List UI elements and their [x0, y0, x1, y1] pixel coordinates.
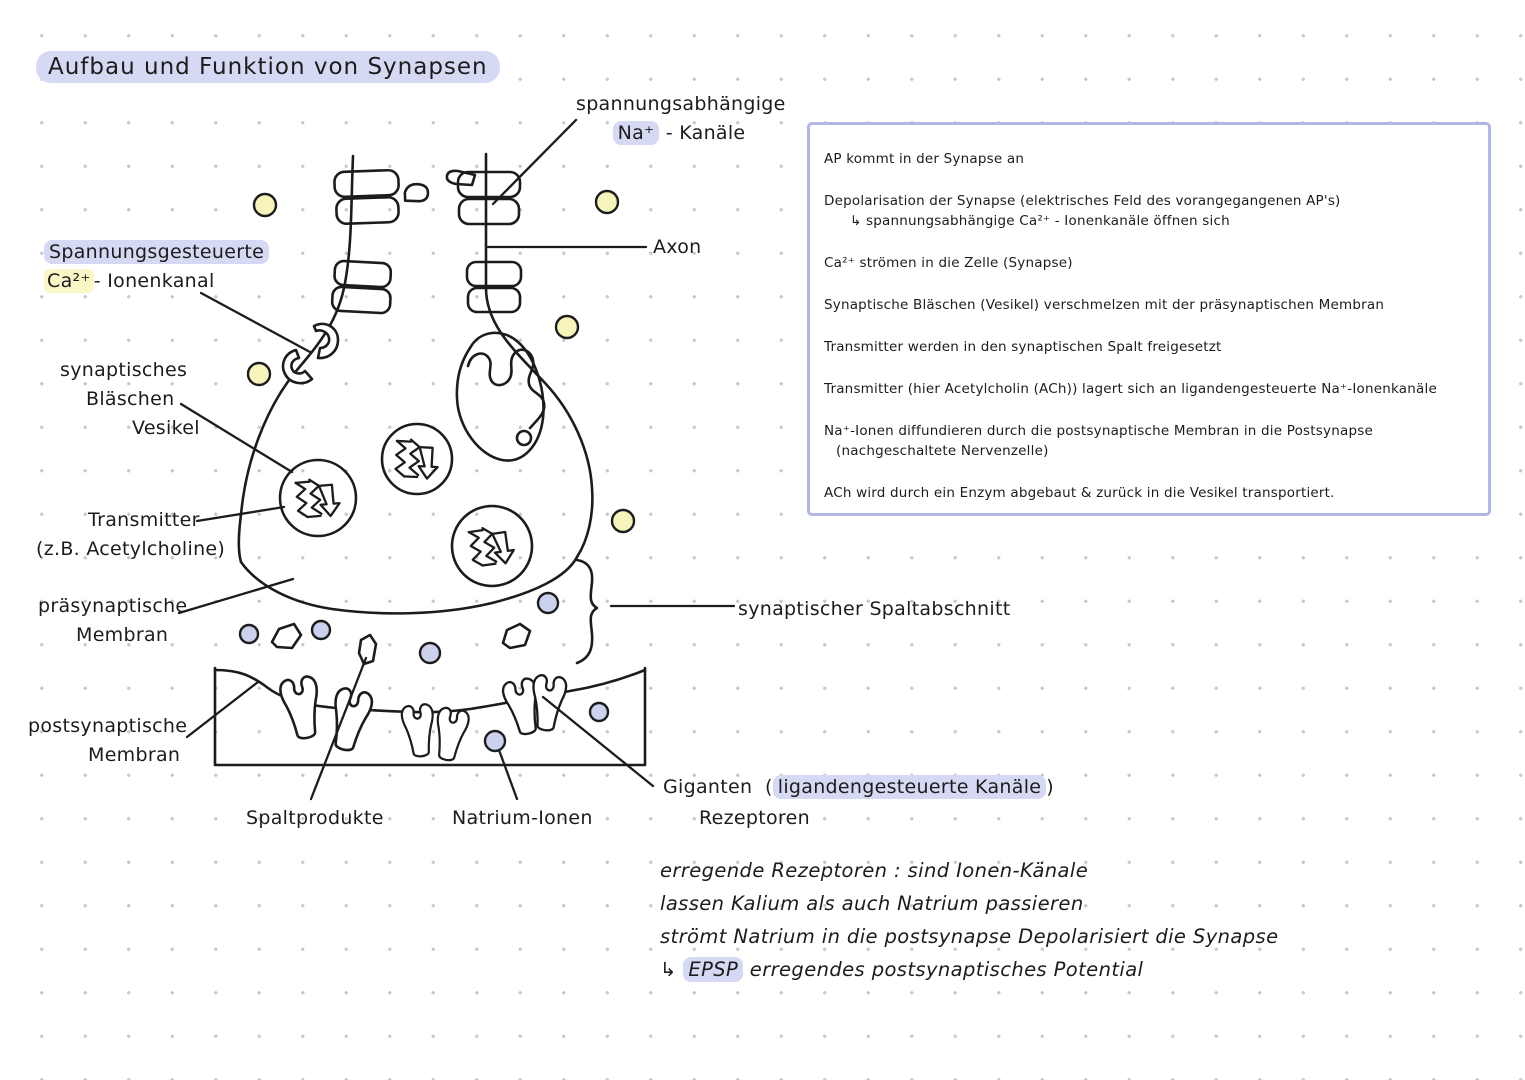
ca-ion-channel-open [281, 322, 340, 385]
info-box-line: (nachgeschaltete Nervenzelle) [836, 443, 1049, 459]
label-postsynaptic: postsynaptische Membran [28, 715, 188, 766]
info-box-line: AP kommt in der Synapse an [824, 151, 1025, 167]
info-box-line: ↳ spannungsabhängige Ca²⁺ - Ionenkanäle … [850, 213, 1230, 229]
label-cleft: synaptischer Spaltabschnitt [738, 598, 1011, 620]
pointer-sodium [497, 748, 519, 801]
page-title-text: Aufbau und Funktion von Synapsen [36, 51, 500, 83]
pointer-receptors [541, 695, 655, 788]
info-box-line: Synaptische Bläschen (Vesikel) verschmel… [824, 297, 1385, 313]
note-line: ↳ EPSP erregendes postsynaptisches Poten… [660, 957, 1144, 982]
synaptic-vesicle [278, 458, 358, 538]
sodium-ion [238, 591, 610, 753]
epsp-highlight: EPSP [683, 957, 744, 982]
arrow-glyph: ↳ [660, 958, 677, 981]
info-box-line: Na⁺-Ionen diffundieren durch die postsyn… [824, 423, 1373, 439]
synaptic-vesicle [450, 504, 534, 588]
receptor-notes: erregende Rezeptoren : sind Ionen-Känale… [660, 854, 1279, 986]
na-highlight: Na⁺ [612, 121, 660, 145]
synaptic-vesicle [380, 422, 454, 496]
info-box-line: Transmitter (hier Acetylcholin (ACh)) la… [824, 381, 1437, 397]
membrane-channel-protein [465, 260, 523, 314]
pointer-postsynaptic [185, 680, 260, 739]
na-channel-protein [333, 168, 430, 226]
ca-highlight: Ca²⁺ [44, 269, 94, 293]
na-channel-protein [445, 169, 522, 226]
pointer-transmitter [195, 505, 286, 523]
label-sodium-ions: Natrium-Ionen [452, 807, 593, 829]
info-box-line: ACh wird durch ein Enzym abgebaut & zurü… [824, 485, 1335, 501]
info-box-line: Ca²⁺ strömen in die Zelle (Synapse) [824, 255, 1073, 271]
note-line: erregende Rezeptoren : sind Ionen-Känale [660, 859, 1089, 882]
label-axon: Axon [653, 236, 702, 258]
label-cleft-products: Spaltprodukte [246, 807, 384, 829]
note-line: lassen Kalium als auch Natrium passieren [660, 892, 1084, 915]
label-na-channels: spannungsabhängige Na⁺ - Kanäle [576, 93, 786, 145]
receptor-protein [277, 673, 569, 764]
label-receptors: Giganten (ligandengesteuerte Kanäle) Rez… [663, 775, 1054, 829]
label-presynaptic: präsynaptische Membran [38, 595, 188, 646]
presynaptic-membrane-outline [237, 152, 594, 615]
pointer-ca-channel [199, 291, 312, 354]
cleft-product-blob [270, 622, 532, 666]
note-line: strömt Natrium in die postsynapse Depola… [660, 925, 1279, 948]
process-info-box: AP kommt in der Synapse an Depolarisation… [807, 122, 1491, 516]
info-box-line: Depolarisation der Synapse (elektrisches… [824, 193, 1341, 209]
pointer-presynaptic [177, 577, 295, 615]
pointer-vesicle [179, 402, 294, 474]
ligand-gated-highlight: ligandengesteuerte Kanäle [772, 775, 1047, 799]
membrane-channel-protein [330, 259, 393, 315]
cleft-brace [575, 558, 599, 665]
mitochondrion [455, 331, 546, 462]
label-ca-channel: Spannungsgesteuerte Ca²⁺- Ionenkanal [44, 238, 270, 296]
pointer-lines [177, 118, 736, 801]
label-vesicle: synaptisches Bläschen Vesikel [60, 359, 200, 439]
label-transmitter: Transmitter (z.B. Acetylcholine) [36, 509, 226, 560]
calcium-ion [246, 189, 636, 534]
page-title: Aufbau und Funktion von Synapsen [36, 51, 500, 83]
info-box-line: Transmitter werden in den synaptischen S… [824, 339, 1222, 355]
pointer-cleft-products [309, 656, 368, 801]
pointer-na-channels [491, 118, 578, 206]
